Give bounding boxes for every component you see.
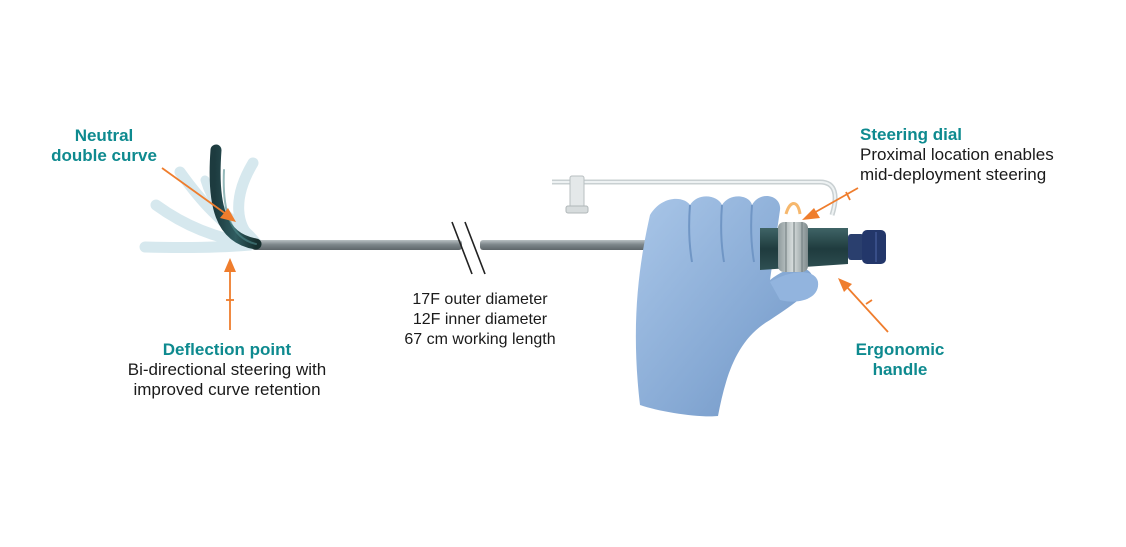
label-specs: 17F outer diameter 12F inner diameter 67… <box>385 290 575 350</box>
neutral-curve-title-2: double curve <box>51 146 157 165</box>
arrow-steering-dial <box>802 187 859 220</box>
steering-dial-desc-2: mid-deployment steering <box>860 165 1047 184</box>
arrow-ergonomic-handle <box>838 278 889 333</box>
catheter-handle <box>760 202 886 272</box>
glove-thumb <box>770 272 819 302</box>
steering-dial-title: Steering dial <box>860 125 963 144</box>
deflection-point-desc-1: Bi-directional steering with <box>127 360 327 379</box>
spec-working-length: 67 cm working length <box>404 331 556 348</box>
callout-arrows <box>161 167 889 333</box>
arrow-neutral-curve <box>161 167 236 222</box>
spec-outer-diameter: 17F outer diameter <box>412 291 548 308</box>
spec-inner-diameter: 12F inner diameter <box>412 311 548 328</box>
side-port-tubing <box>552 175 838 216</box>
ergonomic-handle-title-2: handle <box>872 360 928 379</box>
label-steering-dial: Steering dial Proximal location enables … <box>860 125 1100 185</box>
steering-dial-desc-1: Proximal location enables <box>860 145 1054 164</box>
label-ergonomic-handle: Ergonomic handle <box>842 340 958 380</box>
ergonomic-handle-title-1: Ergonomic <box>855 340 945 359</box>
deflection-point-title: Deflection point <box>162 340 292 359</box>
arrow-deflection-point <box>224 258 236 330</box>
catheter-shaft <box>252 221 650 275</box>
label-neutral-curve: Neutral double curve <box>40 126 168 166</box>
neutral-curve-title-1: Neutral <box>74 126 134 145</box>
label-deflection-point: Deflection point Bi-directional steering… <box>100 340 354 400</box>
deflection-point-desc-2: improved curve retention <box>133 380 321 399</box>
